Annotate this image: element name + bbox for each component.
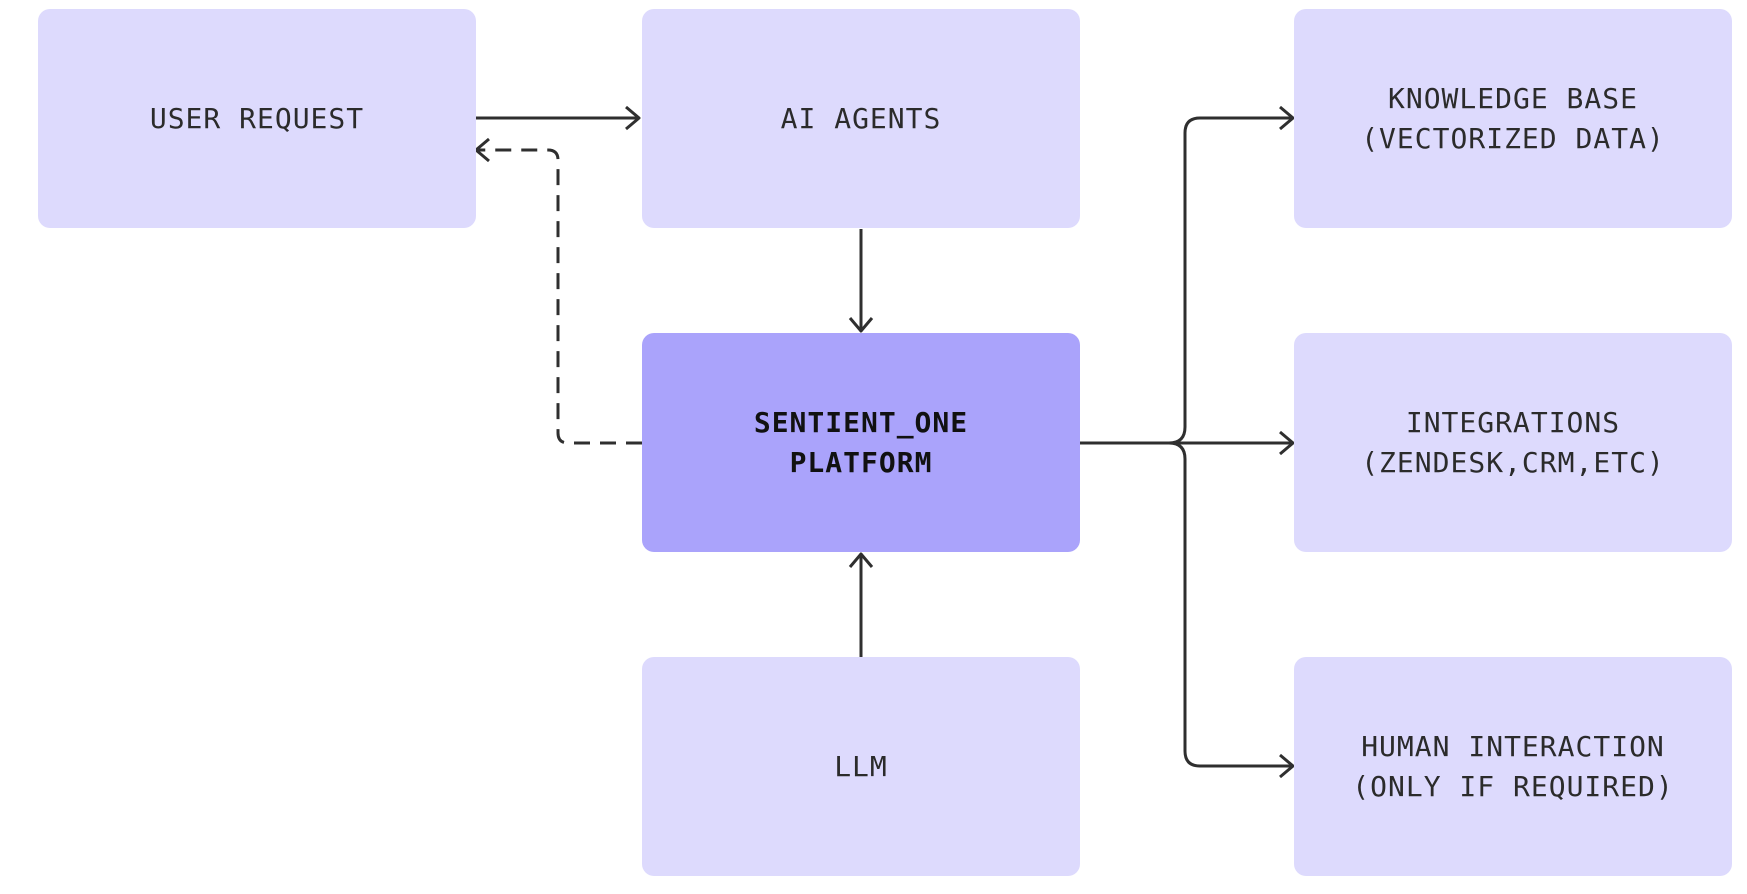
integrations-label-line2: (ZENDESK,CRM,ETC) xyxy=(1361,445,1665,479)
platform-label-line1: SENTIENT_ONE xyxy=(753,405,969,439)
integrations-node[interactable]: INTEGRATIONS (ZENDESK,CRM,ETC) xyxy=(1294,333,1732,552)
arrowhead-ai-agents xyxy=(625,105,641,131)
llm-label: LLM xyxy=(834,749,888,783)
knowledge-base-label-line1: KNOWLEDGE BASE xyxy=(1387,81,1638,115)
arrowhead-knowledge-base xyxy=(1279,105,1295,131)
platform-label-line2: PLATFORM xyxy=(789,445,933,479)
dashed-return-platform-to-user-request xyxy=(477,148,642,445)
llm-node[interactable]: LLM xyxy=(642,657,1080,876)
integrations-label-line1: INTEGRATIONS xyxy=(1405,405,1621,439)
user-request-node[interactable]: USER REQUEST xyxy=(38,9,476,228)
ai-agents-label: AI AGENTS xyxy=(780,101,942,135)
arrow-platform-to-human-interaction xyxy=(1168,441,1292,768)
human-interaction-node[interactable]: HUMAN INTERACTION (ONLY IF REQUIRED) xyxy=(1294,657,1732,876)
human-interaction-label-line2: (ONLY IF REQUIRED) xyxy=(1352,769,1674,803)
sentient-one-platform-node[interactable]: SENTIENT_ONE PLATFORM xyxy=(642,333,1080,552)
arrowhead-human-interaction xyxy=(1279,753,1295,779)
human-interaction-label-line1: HUMAN INTERACTION xyxy=(1361,729,1665,763)
ai-agents-node[interactable]: AI AGENTS xyxy=(642,9,1080,228)
arrowhead-user-request xyxy=(474,137,490,163)
arrowhead-integrations xyxy=(1279,430,1295,456)
arrowhead-platform-bottom xyxy=(848,552,874,568)
user-request-label: USER REQUEST xyxy=(149,101,365,135)
arrowhead-platform-top xyxy=(848,317,874,333)
arrow-platform-to-knowledge-base xyxy=(1168,116,1292,445)
knowledge-base-label-line2: (VECTORIZED DATA) xyxy=(1361,121,1665,155)
knowledge-base-node[interactable]: KNOWLEDGE BASE (VECTORIZED DATA) xyxy=(1294,9,1732,228)
